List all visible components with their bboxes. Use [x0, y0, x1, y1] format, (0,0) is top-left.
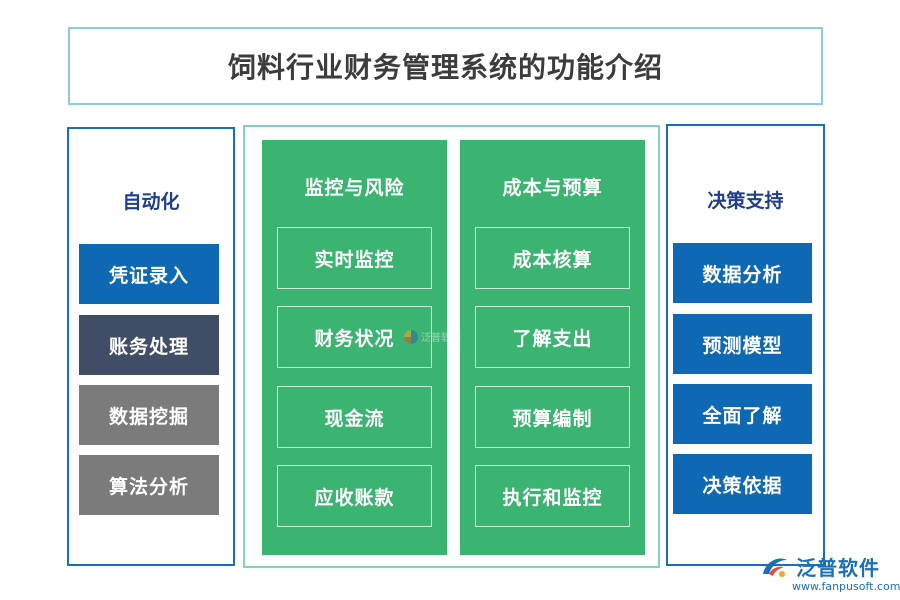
watermark-text: 泛普软件 — [421, 333, 461, 344]
budget-preparation-box: 预算编制 — [475, 386, 630, 448]
understand-expenses-box: 了解支出 — [475, 306, 630, 368]
execution-monitoring-box: 执行和监控 — [475, 465, 630, 527]
title-box: 饲料行业财务管理系统的功能介绍 — [68, 27, 823, 105]
accounts-receivable-box: 应收账款 — [277, 465, 432, 527]
voucher-entry-box: 凭证录入 — [79, 244, 219, 304]
overall-understanding-box: 全面了解 — [673, 384, 812, 444]
automation-heading: 自动化 — [122, 191, 180, 213]
automation-panel: 自动化 凭证录入 账务处理 数据挖掘 算法分析 — [67, 127, 235, 566]
decision-basis-box: 决策依据 — [673, 454, 812, 514]
algorithm-analysis-box: 算法分析 — [79, 455, 219, 515]
accounting-processing-box: 账务处理 — [79, 315, 219, 375]
cash-flow-box: 现金流 — [277, 386, 432, 448]
cost-budget-heading: 成本与预算 — [502, 177, 603, 199]
monitoring-risk-heading: 监控与风险 — [304, 177, 405, 199]
cost-accounting-box: 成本核算 — [475, 227, 630, 289]
brand-url: www.fanpusoft.com — [792, 580, 900, 593]
forecast-model-box: 预测模型 — [673, 314, 812, 374]
data-analysis-box: 数据分析 — [673, 243, 812, 303]
realtime-monitoring-box: 实时监控 — [277, 227, 432, 289]
financial-status-box: 财务状况 — [277, 306, 432, 368]
decision-support-panel: 决策支持 数据分析 预测模型 全面了解 决策依据 — [666, 124, 825, 566]
page-title: 饲料行业财务管理系统的功能介绍 — [227, 51, 663, 84]
data-mining-box: 数据挖掘 — [79, 385, 219, 445]
brand-logo: 泛普软件 www.fanpusoft.com — [760, 550, 900, 595]
brand-name: 泛普软件 — [796, 556, 880, 580]
watermark: 泛普软件 — [404, 329, 461, 344]
decision-support-heading: 决策支持 — [707, 190, 784, 212]
watermark-logo-icon — [404, 329, 418, 344]
cost-budget-column: 成本与预算 成本核算 了解支出 预算编制 执行和监控 — [460, 140, 645, 555]
monitoring-risk-column: 监控与风险 实时监控 财务状况 现金流 应收账款 — [262, 140, 447, 555]
brand-logo-icon — [763, 558, 787, 577]
